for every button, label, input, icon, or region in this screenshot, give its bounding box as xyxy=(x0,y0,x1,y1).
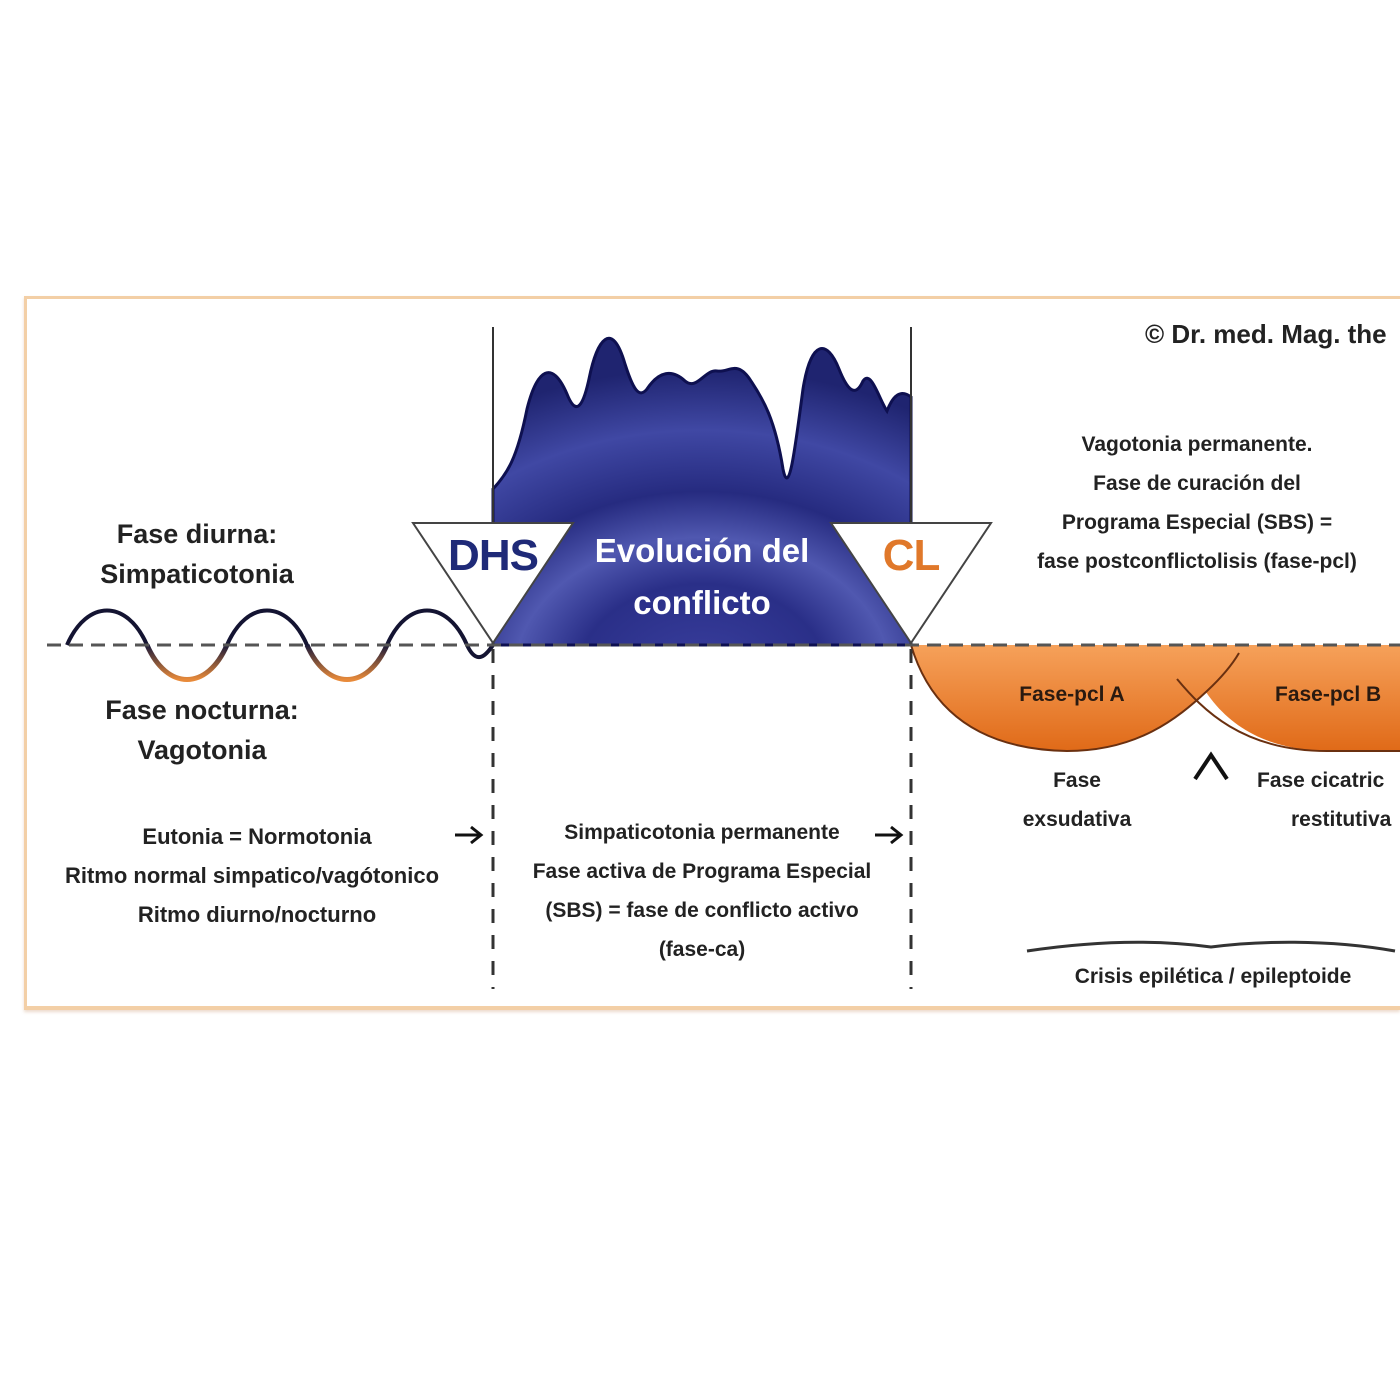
night-dip-1 xyxy=(144,643,230,682)
night-dip-2 xyxy=(304,643,390,682)
day-phase-sub: Simpaticotonia xyxy=(100,559,294,589)
pcl-b-outline xyxy=(1176,678,1400,752)
night-phase-title: Fase nocturna: xyxy=(105,695,299,725)
pcl-b-label: Fase-pcl B xyxy=(1275,683,1382,706)
cicatric-line1: Fase cicatric xyxy=(1257,769,1385,792)
exudative-line2: exsudativa xyxy=(1022,808,1132,831)
crisis-baseline xyxy=(1026,940,1396,953)
arrow-right-icon xyxy=(875,825,904,845)
middle-note-line: Simpaticotonia permanente xyxy=(564,821,840,844)
middle-note-line: (SBS) = fase de conflicto activo xyxy=(545,899,859,922)
arrow-right-icon xyxy=(455,825,484,845)
pcl-a-label: Fase-pcl A xyxy=(1019,683,1125,706)
dhs-label: DHS xyxy=(448,531,539,580)
crisis-arrow-head xyxy=(1193,751,1229,781)
right-note-line: Programa Especial (SBS) = xyxy=(1061,511,1333,534)
diagram-panel: © Dr. med. Mag. the Fase diurna: Simpati… xyxy=(24,296,1400,1010)
pcl-b-bowl xyxy=(1183,645,1400,751)
cl-label: CL xyxy=(882,531,941,580)
dhs-triangle xyxy=(411,522,575,645)
pcl-a-bowl xyxy=(911,645,1237,751)
left-note-line: Eutonia = Normotonia xyxy=(142,824,372,849)
cl-triangle xyxy=(829,522,993,645)
crisis-label: Crisis epilética / epileptoide xyxy=(1074,965,1352,988)
left-note-line: Ritmo normal simpatico/vagótonico xyxy=(64,863,440,888)
conflict-evolution-shape xyxy=(491,337,913,647)
cicatric-line2: restitutiva xyxy=(1291,808,1392,831)
right-note-line: Fase de curación del xyxy=(1093,472,1301,495)
left-note-line: Ritmo diurno/nocturno xyxy=(137,902,377,927)
copyright-text: © Dr. med. Mag. the xyxy=(1145,319,1387,349)
day-phase-title: Fase diurna: xyxy=(116,519,278,549)
conflict-title-line2: conflicto xyxy=(633,584,771,621)
night-phase-sub: Vagotonia xyxy=(137,735,267,765)
pcl-a-outline xyxy=(910,644,1240,753)
right-note-line: Vagotonia permanente. xyxy=(1081,433,1313,456)
middle-note-line: (fase-ca) xyxy=(658,938,746,961)
exudative-line1: Fase xyxy=(1053,769,1101,792)
middle-note-line: Fase activa de Programa Especial xyxy=(532,860,872,883)
conflict-title-line1: Evolución del xyxy=(594,532,810,569)
phase-diagram xyxy=(47,327,1400,989)
right-note-line: fase postconflictolisis (fase-pcl) xyxy=(1037,550,1357,573)
